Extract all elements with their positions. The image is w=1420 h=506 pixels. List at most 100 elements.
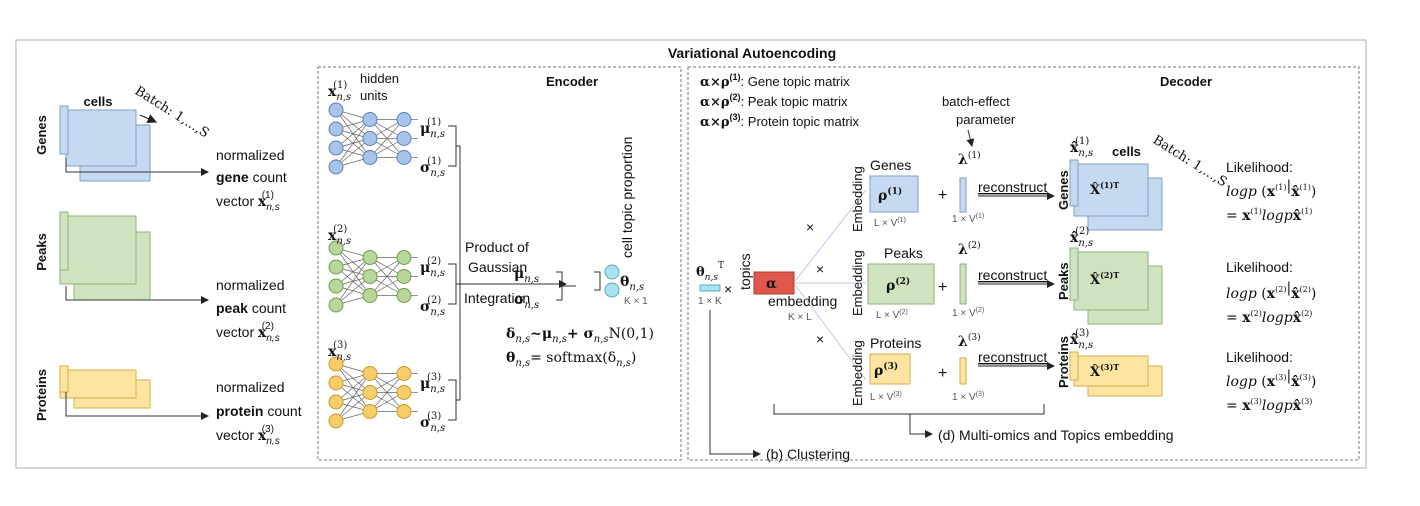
svg-text:L × V(3): L × V(3) [870, 391, 902, 403]
lambda-genes: λ(1) 1 × V(1) [952, 150, 984, 225]
hidden-units-2: units [360, 88, 388, 103]
network-node [362, 288, 378, 303]
svg-text:σn,s(3): σn,s(3) [420, 411, 445, 434]
peak-vector: vector [216, 324, 254, 340]
encoder-networks [328, 102, 418, 429]
network-node [328, 356, 344, 372]
hidden-units-1: hidden [360, 71, 399, 86]
svg-text:θn,s: θn,s [620, 274, 644, 293]
network-node [328, 102, 344, 118]
svg-text:x̂n,s(3): x̂n,s(3) [1070, 328, 1093, 351]
svg-text:λ(1): λ(1) [958, 150, 981, 168]
svg-text:vector xn,s(1): vector xn,s(1) [216, 190, 280, 213]
svg-text:μn,s(2): μn,s(2) [420, 256, 445, 279]
eq-theta: θn,s= softmax(δn,s) [506, 350, 636, 369]
network-node [362, 366, 378, 381]
theta-node-1 [604, 264, 620, 280]
svg-text:gene count: gene count [216, 169, 287, 185]
svg-text:= x(1)logpx̂(1): = x(1)logpx̂(1) [1226, 207, 1312, 224]
svg-text:L × V(1): L × V(1) [874, 217, 906, 229]
input-proteins: Proteins normalized protein count vector… [34, 365, 302, 447]
eq-delta: δn,s~μn,s+ σn,sN(0,1) [506, 326, 654, 345]
embedding-bracket [773, 404, 1045, 415]
svg-text:Genes: Genes [1056, 170, 1071, 210]
svg-text:logp (x(3)|x̂(3)): logp (x(3)|x̂(3)) [1226, 368, 1316, 390]
svg-text:1 × V(2): 1 × V(2) [952, 307, 984, 319]
lambda-peaks: λ(2) 1 × V(2) [952, 240, 984, 319]
network-node [396, 131, 412, 146]
svg-text:α×ρ(1): Gene topic matrix: α×ρ(1): Gene topic matrix [700, 72, 850, 90]
gene-type: gene [216, 169, 249, 185]
encoder-heading: Encoder [546, 74, 598, 89]
one-k-label: 1 × K [698, 296, 722, 307]
svg-text:×: × [816, 331, 824, 347]
svg-text:reconstruct: reconstruct [978, 179, 1047, 195]
svg-text:vector xn,s(2): vector xn,s(2) [216, 321, 280, 344]
product-line2: Gaussian [468, 259, 527, 275]
svg-text:Likelihood:: Likelihood: [1226, 259, 1293, 275]
svg-text:+: + [938, 365, 947, 382]
peak-normalized: normalized [216, 277, 284, 293]
svg-text:1 × V(3): 1 × V(3) [952, 391, 984, 403]
network-node [328, 375, 344, 391]
peak-count: count [252, 300, 286, 316]
network-node [328, 413, 344, 429]
lambda-proteins: λ(3) 1 × V(3) [952, 332, 984, 403]
network-node [328, 159, 344, 175]
svg-text:protein count: protein count [216, 403, 302, 419]
svg-text:reconstruct: reconstruct [978, 349, 1047, 365]
output-proteins: x̂n,s(3) Proteins X̂(3)T [1056, 328, 1163, 397]
batch-effect-1: batch-effect [942, 94, 1010, 109]
svg-text:= x(3)logpx̂(3): = x(3)logpx̂(3) [1226, 397, 1312, 414]
network-node [328, 140, 344, 156]
topics-label: topics [737, 253, 753, 290]
network-node [396, 250, 412, 265]
proteins-label: Proteins [34, 369, 49, 421]
reconstruct-arrows: reconstruct reconstruct reconstruct [978, 179, 1055, 370]
svg-text:X̂(3)T: X̂(3)T [1090, 362, 1119, 380]
theta-node-2 [604, 282, 620, 298]
likelihood-genes: Likelihood: logp (x(1)|x̂(1)) = x(1)logp… [1226, 159, 1316, 224]
svg-text:λ(3): λ(3) [958, 332, 981, 350]
times-theta-alpha: × [724, 281, 732, 297]
gene-normalized: normalized [216, 147, 284, 163]
network-node [396, 269, 412, 284]
svg-text:L × V(2): L × V(2) [876, 309, 908, 321]
input-peaks: Peaks normalized peak count vector xn,s(… [34, 211, 286, 344]
rho-proteins: Proteins ρ(3) L × V(3) [869, 335, 921, 403]
network-node [328, 297, 344, 313]
cell-topic-label: cell topic proportion [619, 137, 635, 258]
svg-text:Likelihood:: Likelihood: [1226, 159, 1293, 175]
decoder-box [687, 66, 1360, 461]
peak-type: peak [216, 300, 248, 316]
svg-text:Proteins: Proteins [870, 335, 921, 351]
svg-text:ρ(1): ρ(1) [878, 186, 902, 204]
svg-text:Likelihood:: Likelihood: [1226, 349, 1293, 365]
svg-text:ρ(2): ρ(2) [886, 276, 910, 294]
rho-genes: Genes ρ(1) L × V(1) [869, 157, 919, 229]
product-line3: Integration [464, 290, 530, 306]
gene-vector: vector [216, 193, 254, 209]
svg-text:x̂n,s(2): x̂n,s(2) [1070, 226, 1093, 249]
network-node [362, 131, 378, 146]
mu-sigma-ns: μn,s σn,s [514, 266, 539, 311]
likelihood-peaks: Likelihood: logp (x(2)|x̂(2)) = x(2)logp… [1226, 259, 1316, 326]
network-node [362, 250, 378, 265]
output-peaks: x̂n,s(2) Peaks X̂(2)T [1056, 226, 1163, 325]
alpha-symbol: α [766, 276, 777, 292]
svg-text:Peaks: Peaks [1056, 262, 1071, 300]
svg-text:μn,s(3): μn,s(3) [420, 372, 445, 395]
network-node [396, 366, 412, 381]
gene-net [328, 102, 418, 175]
peak-net [328, 240, 418, 313]
likelihood-proteins: Likelihood: logp (x(3)|x̂(3)) = x(3)logp… [1226, 349, 1316, 414]
peaks-label: Peaks [34, 233, 49, 271]
network-node [362, 404, 378, 419]
svg-text:Peaks: Peaks [884, 245, 923, 261]
protein-type: protein [216, 403, 263, 419]
svg-text:X̂(2)T: X̂(2)T [1090, 270, 1119, 288]
svg-text:Proteins: Proteins [1056, 336, 1071, 388]
fan-lines [795, 189, 867, 381]
svg-text:vector xn,s(3): vector xn,s(3) [216, 424, 280, 447]
